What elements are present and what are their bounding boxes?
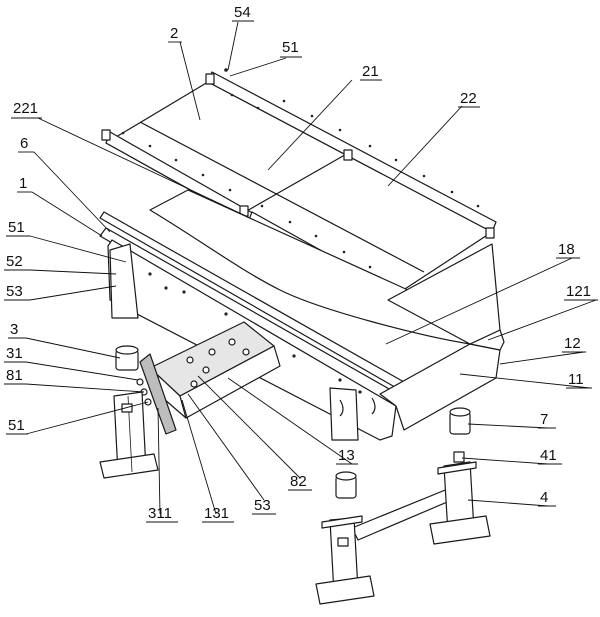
cover-bolts: [121, 68, 480, 269]
leg-left-slot: [337, 537, 349, 547]
label-81: 81: [6, 367, 23, 384]
label-18: 18: [558, 241, 575, 258]
base-leg-left-top: [321, 515, 363, 529]
label-51-bottom: 51: [8, 417, 25, 434]
rear-bracket: [109, 243, 139, 319]
label-21: 21: [362, 63, 379, 80]
label-51-top: 51: [282, 39, 299, 56]
label-82: 82: [290, 473, 307, 490]
cover-seam-2: [244, 151, 351, 213]
rubber-springs: [335, 407, 471, 499]
flange-121: [387, 243, 501, 345]
label-51-left: 51: [8, 219, 25, 236]
cover-seam-1: [139, 121, 425, 273]
left-stand-slot: [121, 403, 133, 413]
hook-icon: [339, 399, 344, 417]
label-4: 4: [540, 489, 548, 506]
base-leg-right-foot: [429, 515, 491, 545]
leader-lines: [25, 21, 597, 515]
label-11: 11: [568, 371, 584, 388]
base-leg-right-top: [437, 461, 477, 475]
label-2: 2: [170, 25, 178, 42]
part-labels: 54 51 2 21 22 221 6 1 51 52 53 18 121 12…: [4, 4, 598, 523]
base-frame-4: [315, 451, 491, 605]
label-53-left: 53: [6, 283, 23, 300]
label-12: 12: [564, 335, 581, 352]
chute-11: [379, 343, 501, 431]
mount-bolts: [186, 338, 250, 388]
leg-right-slot: [453, 451, 465, 463]
vibrator-mount: [115, 321, 281, 435]
right-bracket: [329, 387, 359, 441]
mount-plate-right: [179, 345, 281, 419]
lever-311: [139, 353, 177, 435]
label-54: 54: [234, 4, 251, 21]
label-31: 31: [6, 345, 23, 362]
label-13: 13: [338, 447, 355, 464]
label-221: 221: [13, 100, 38, 117]
hinge-mid: [343, 149, 353, 161]
hinge-far-left: [101, 129, 111, 141]
hinge-top: [205, 73, 215, 85]
label-3: 3: [10, 321, 18, 338]
hook-icon-2: [371, 397, 376, 415]
left-stand: [99, 391, 159, 479]
motor-top: [115, 345, 139, 355]
label-1: 1: [19, 175, 27, 192]
label-6: 6: [20, 135, 28, 152]
label-52: 52: [6, 253, 23, 270]
base-leg-left-foot: [315, 575, 375, 605]
label-41: 41: [540, 447, 557, 464]
label-311: 311: [148, 505, 172, 522]
label-131: 131: [204, 505, 229, 522]
label-121: 121: [566, 283, 591, 300]
label-53-bottom: 53: [254, 497, 271, 514]
hinge-right: [485, 227, 495, 239]
label-7: 7: [540, 411, 548, 428]
left-stand-base: [99, 453, 159, 479]
label-22: 22: [460, 90, 477, 107]
